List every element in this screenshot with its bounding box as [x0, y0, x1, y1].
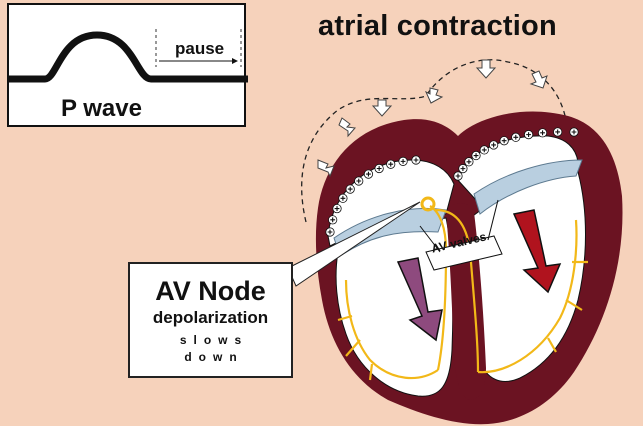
plus-marker-sign — [330, 217, 336, 223]
plus-marker-sign — [571, 129, 577, 135]
plus-marker-sign — [460, 166, 466, 172]
valves-label-bubble — [425, 235, 503, 271]
p-wave-trace — [9, 29, 248, 83]
plus-marker-sign — [513, 134, 519, 140]
depolarization-markers-right — [453, 127, 579, 181]
plus-marker-sign — [481, 147, 487, 153]
plus-marker-sign — [356, 178, 362, 184]
pause-label: pause — [175, 39, 225, 58]
callout-subtitle: depolarization — [152, 308, 269, 327]
plus-marker-sign — [400, 158, 406, 164]
valves-pointer-left — [419, 225, 441, 253]
p-wave-label: P wave — [61, 95, 142, 122]
av-node-callout: AV Node depolarization slows down — [128, 262, 293, 378]
left-ventricle-arrow — [396, 257, 443, 342]
right-av-valve — [473, 159, 583, 215]
callout-line1: slows — [179, 333, 249, 347]
contraction-arrows — [317, 59, 548, 178]
av-node — [420, 196, 436, 212]
plus-marker-sign — [555, 129, 561, 135]
valves-pointer-right — [487, 199, 499, 241]
plus-marker-sign — [540, 130, 545, 136]
right-ventricle-arrow — [512, 209, 562, 294]
plus-marker-sign — [466, 159, 472, 165]
plus-marker-sign — [473, 153, 479, 158]
plus-marker-sign — [340, 195, 346, 201]
diagram-title: atrial contraction — [318, 10, 557, 42]
depolarization-markers-left — [325, 155, 421, 237]
plus-marker-sign — [327, 229, 333, 235]
callout-title: AV Node — [155, 276, 266, 306]
plus-marker-sign — [455, 173, 461, 179]
left-av-valve — [333, 207, 447, 257]
plus-marker-sign — [501, 138, 507, 144]
atria-dashed-outline — [301, 59, 567, 223]
callout-line2: down — [184, 350, 244, 364]
plus-marker-sign — [491, 142, 497, 148]
plus-marker-sign — [347, 186, 353, 192]
plus-marker-sign — [376, 166, 382, 171]
ecg-panel: pause P wave — [7, 3, 248, 127]
plus-marker-sign — [334, 206, 340, 211]
plus-marker-sign — [366, 171, 371, 177]
plus-marker-sign — [526, 132, 531, 138]
plus-marker-sign — [388, 161, 394, 167]
plus-marker-sign — [413, 157, 419, 163]
